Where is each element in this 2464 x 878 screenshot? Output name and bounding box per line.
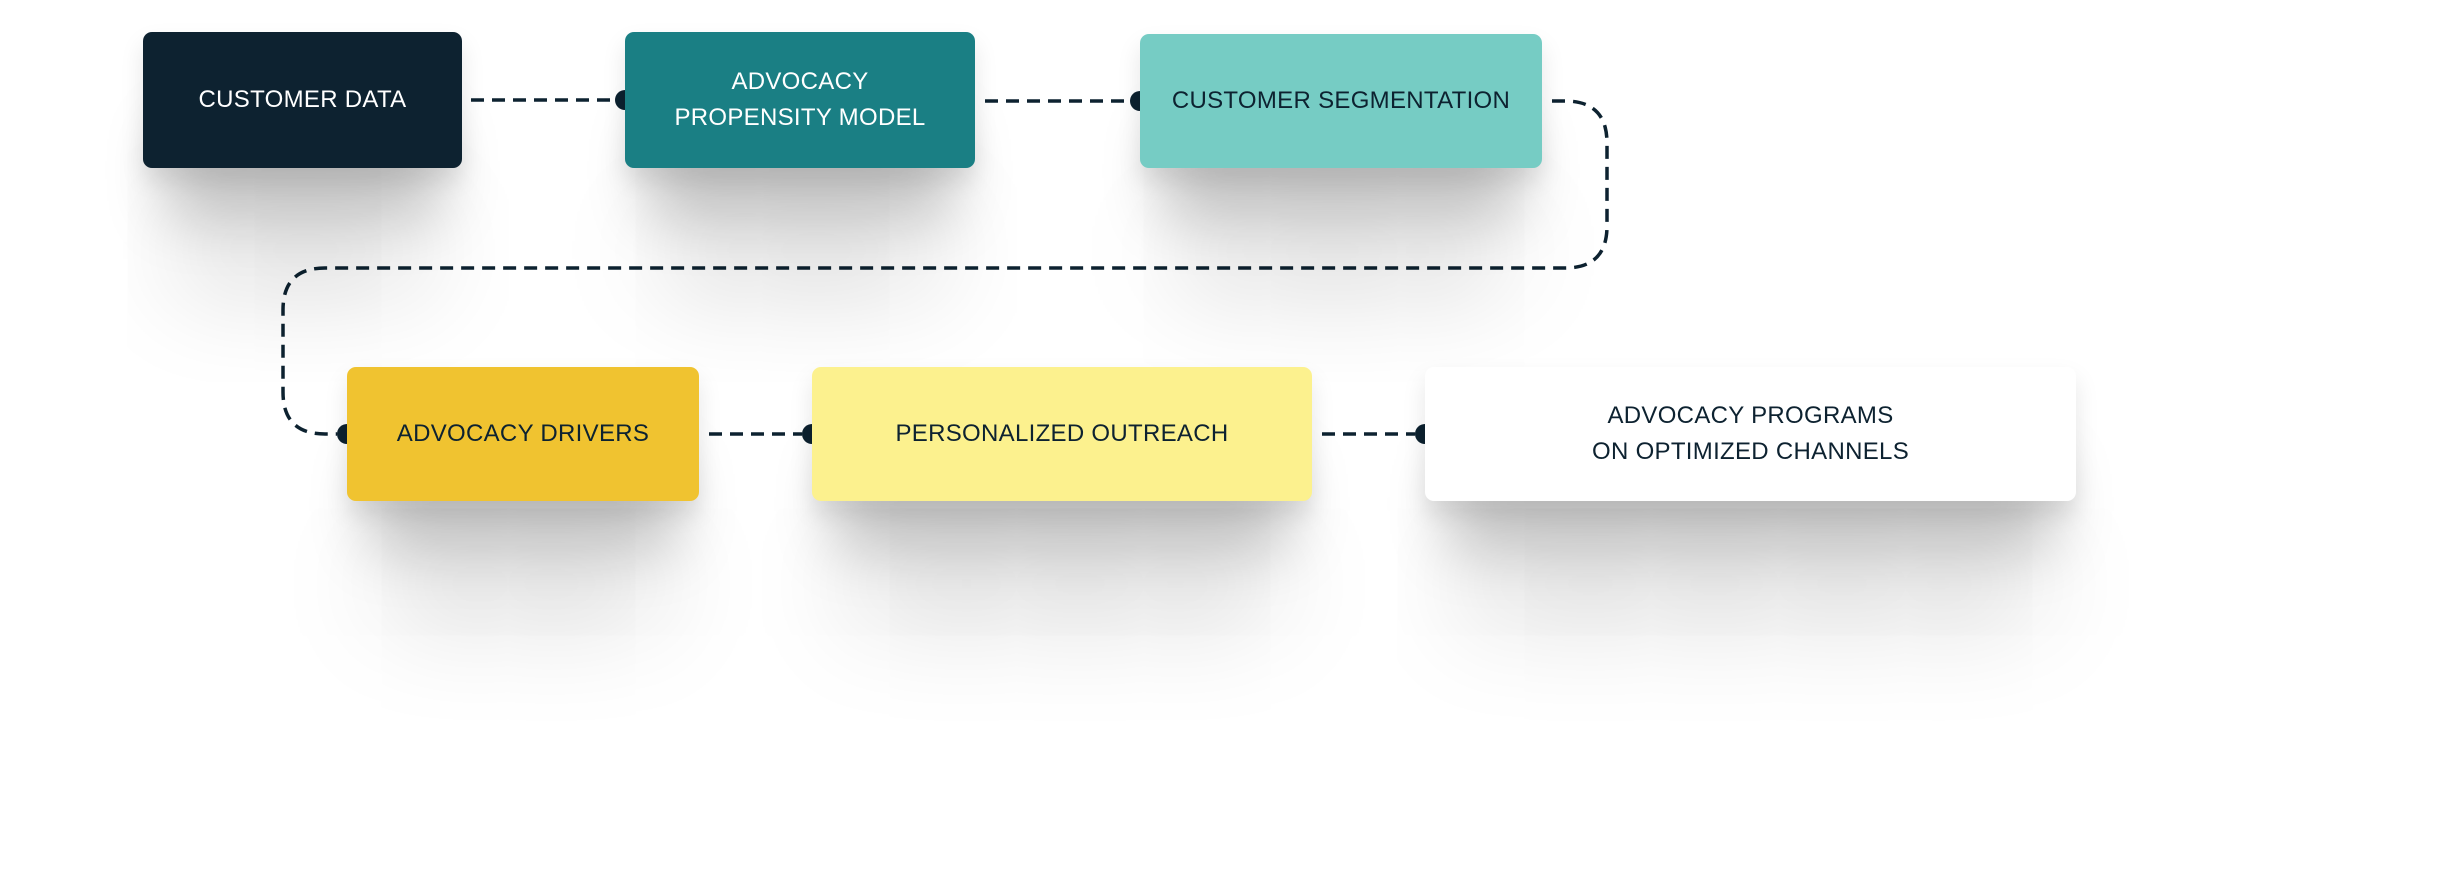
node-label-line: CUSTOMER DATA [198, 86, 407, 113]
node-label-line: ADVOCACY DRIVERS [396, 420, 650, 447]
node-label-line: ON OPTIMIZED CHANNELS [1592, 438, 1909, 465]
personalized-outreach-node: PERSONALIZED OUTREACH [812, 367, 1312, 501]
node-label-line: ADVOCACY [731, 68, 869, 95]
advocacy-programs-node: ADVOCACY PROGRAMS ON OPTIMIZED CHANNELS [1425, 367, 2076, 501]
advocacy-propensity-model-node: ADVOCACY PROPENSITY MODEL [625, 32, 975, 168]
node-label-line: PROPENSITY MODEL [674, 104, 926, 131]
connector-customer-segmentation-to-advocacy-drivers [281, 99, 1609, 436]
customer-segmentation-node: CUSTOMER SEGMENTATION [1140, 34, 1542, 168]
node-label-line: ADVOCACY PROGRAMS [1607, 402, 1894, 429]
node-label-line: PERSONALIZED OUTREACH [895, 420, 1229, 447]
node-label-line: CUSTOMER SEGMENTATION [1171, 87, 1511, 114]
customer-data-node: CUSTOMER DATA [143, 32, 462, 168]
advocacy-drivers-node: ADVOCACY DRIVERS [347, 367, 699, 501]
